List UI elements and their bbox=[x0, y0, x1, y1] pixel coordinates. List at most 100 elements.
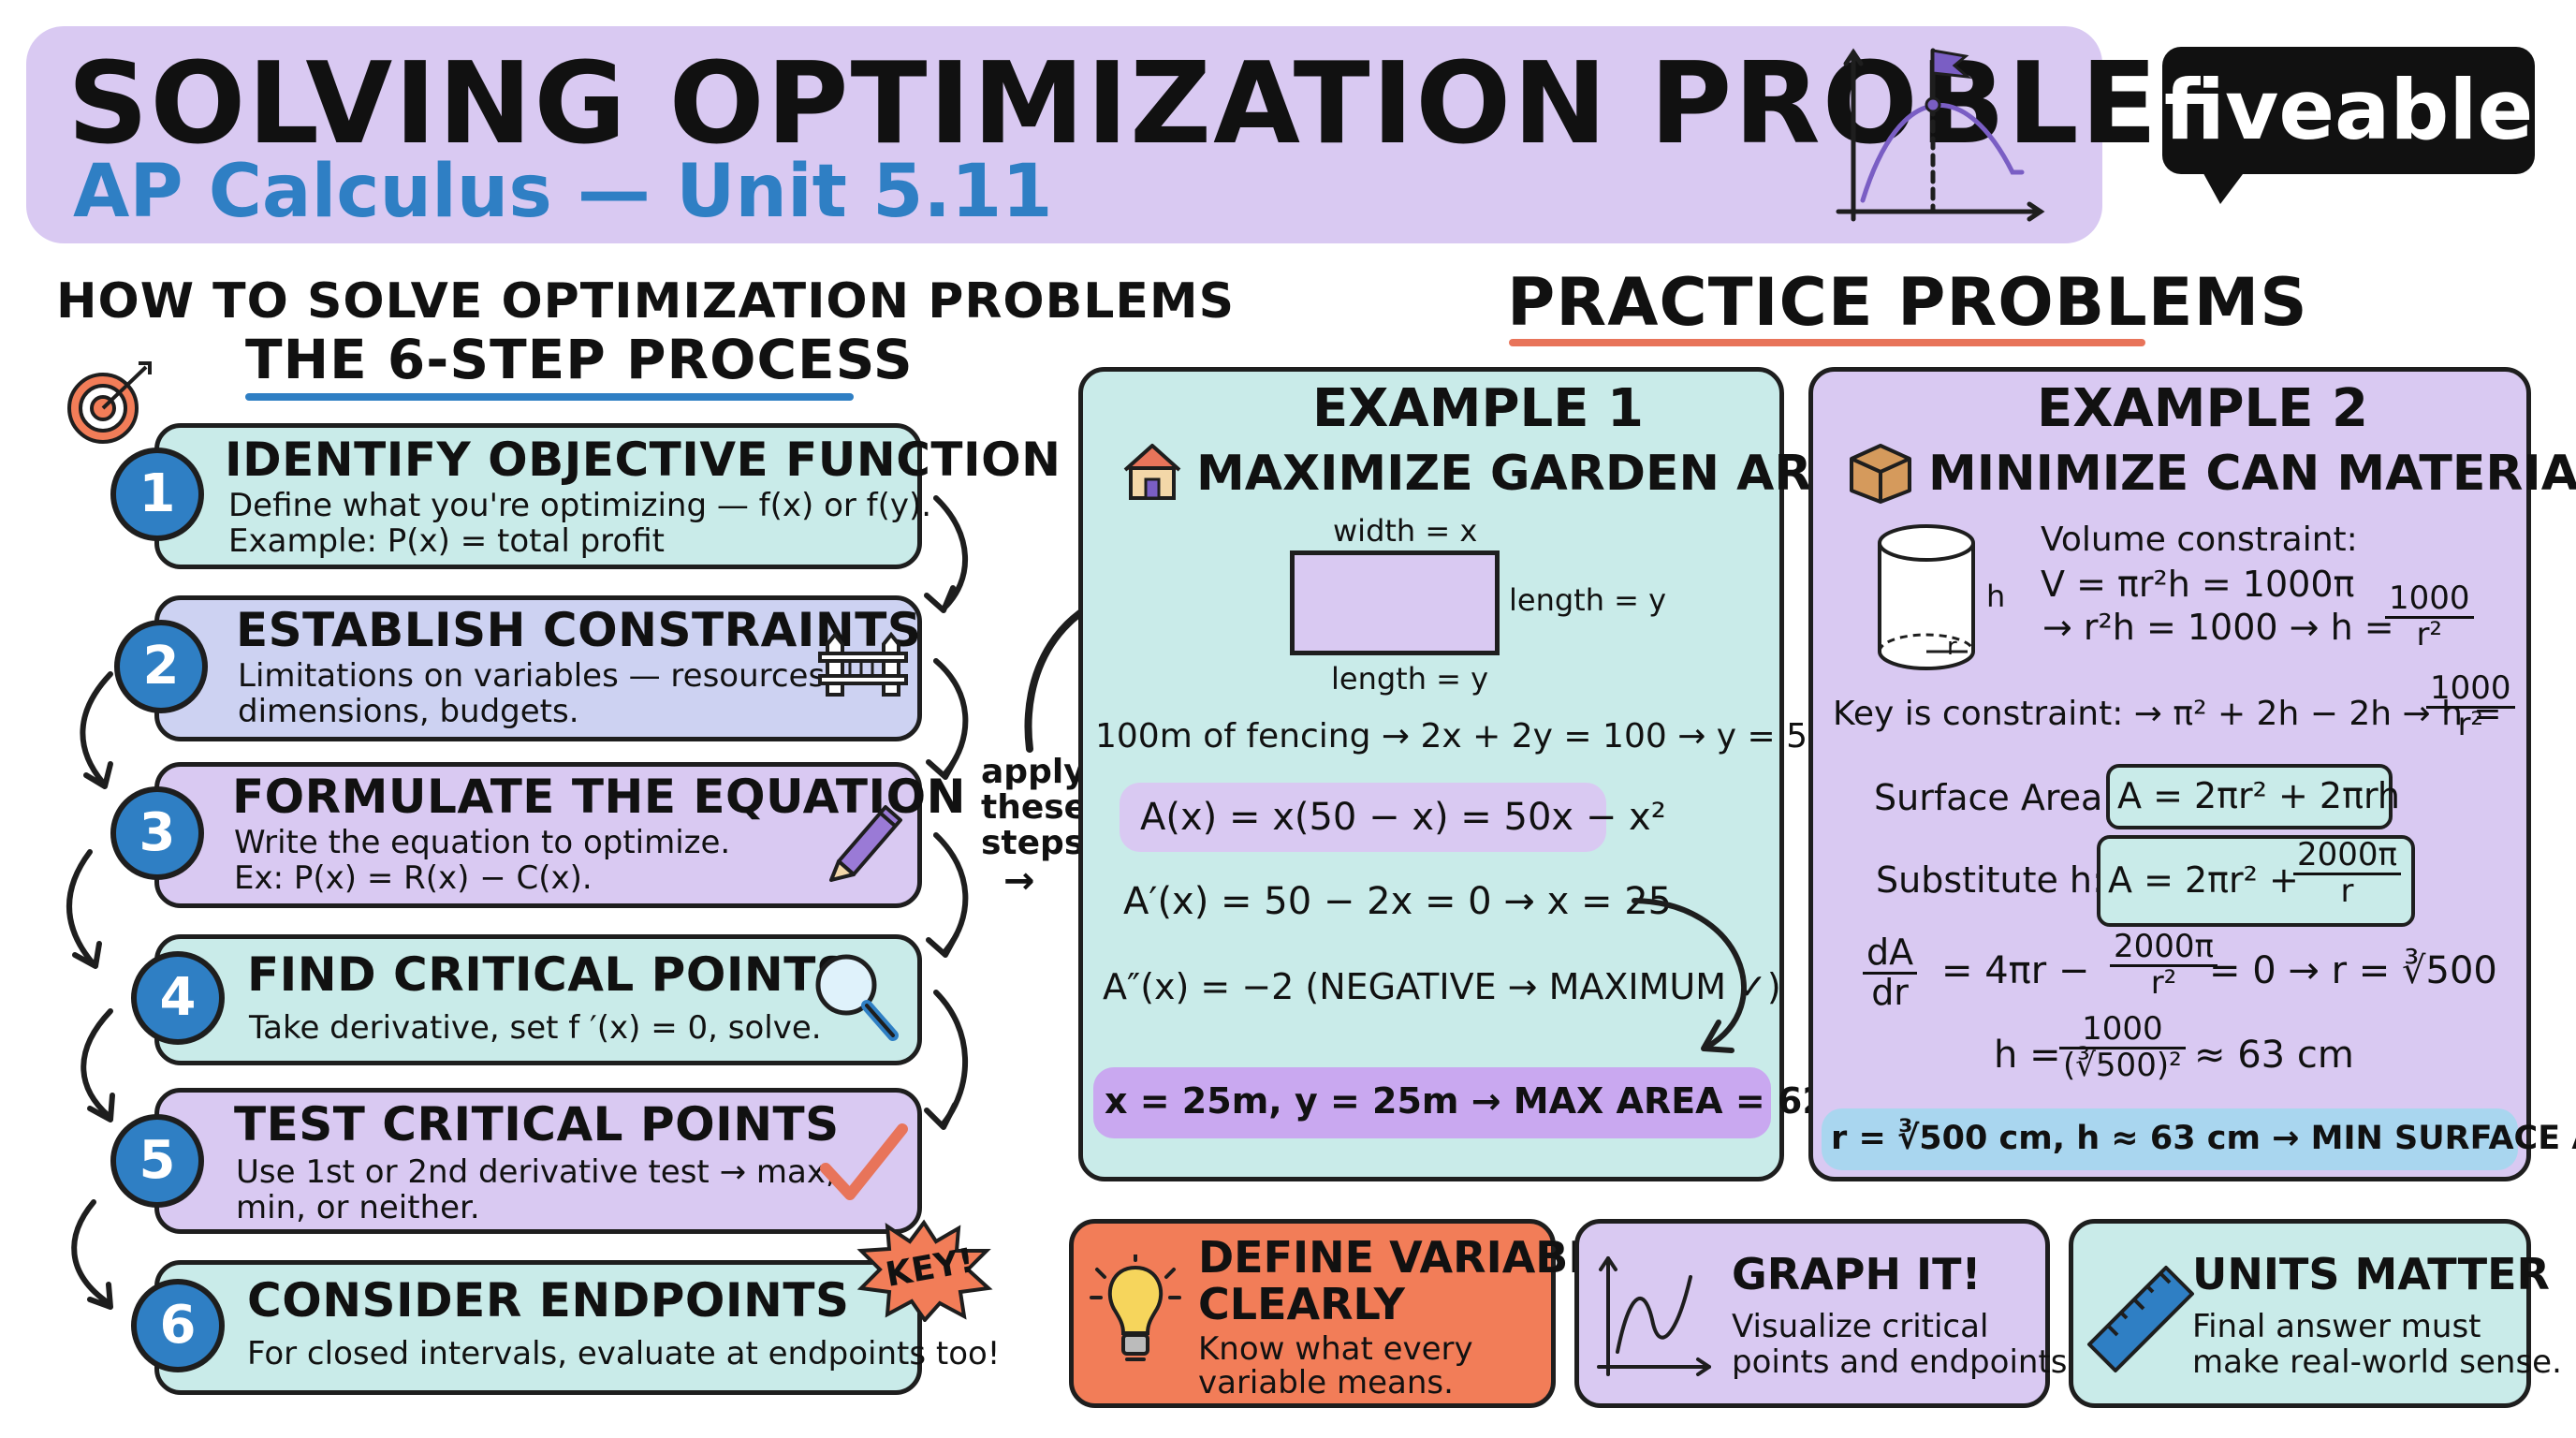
ex2-key-fraction: 1000 r² bbox=[2426, 671, 2515, 743]
step-card-1 bbox=[154, 423, 922, 569]
frac-num: dA bbox=[1863, 933, 1918, 975]
ex2-volume-solve: → r²h = 1000 → h = bbox=[2042, 607, 2394, 648]
apply-note-3: steps bbox=[981, 824, 1085, 862]
step-number-6: 6 bbox=[131, 1279, 225, 1372]
ex2-sa-label: Surface Area: bbox=[1874, 777, 2115, 818]
ex1-curved-arrow bbox=[1632, 898, 1747, 1053]
step-desc-2a: Limitations on variables — resources, bbox=[238, 657, 835, 695]
frac-num: 1000 bbox=[2426, 671, 2515, 709]
ex2-sub-label: Substitute h: bbox=[1876, 859, 2104, 901]
step-title-6: CONSIDER ENDPOINTS bbox=[247, 1273, 850, 1328]
ruler-icon bbox=[2087, 1266, 2194, 1372]
fence-icon bbox=[818, 631, 908, 697]
example-1-card bbox=[1078, 367, 1784, 1181]
page-subtitle: AP Calculus — Unit 5.11 bbox=[73, 150, 1053, 234]
tip-1-desc-b: variable means. bbox=[1198, 1364, 1454, 1401]
house-icon bbox=[1123, 444, 1181, 500]
ex2-deriv-mid: = 4πr − bbox=[1941, 949, 2090, 992]
frac-num: 1000 bbox=[2385, 581, 2474, 619]
key-badge-burst bbox=[856, 1219, 993, 1322]
frac-den: dr bbox=[1871, 971, 1909, 1013]
ex2-h-eq-right: ≈ 63 cm bbox=[2194, 1034, 2354, 1077]
ex2-volume-fraction: 1000 r² bbox=[2385, 581, 2474, 653]
tip-3-desc-a: Final answer must bbox=[2192, 1308, 2481, 1345]
tip-card-graph-it bbox=[1574, 1219, 2050, 1408]
frac-den: (∛500)² bbox=[2063, 1046, 2182, 1084]
tip-1-desc-a: Know what every bbox=[1198, 1330, 1473, 1368]
cylinder-icon bbox=[1878, 524, 1975, 670]
tip-3-title: UNITS MATTER bbox=[2192, 1249, 2550, 1299]
example-2-title: MINIMIZE CAN MATERIAL bbox=[1928, 446, 2576, 502]
step-number-1: 1 bbox=[110, 448, 204, 541]
step-desc-2b: dimensions, budgets. bbox=[238, 693, 579, 730]
step-desc-3a: Write the equation to optimize. bbox=[234, 824, 731, 861]
step-card-6 bbox=[154, 1260, 922, 1395]
tip-3-desc-b: make real-world sense. bbox=[2192, 1343, 2562, 1381]
ex2-sa-eq: A = 2πr² + 2πrh bbox=[2117, 775, 2400, 816]
step-desc-3b: Ex: P(x) = R(x) − C(x). bbox=[234, 859, 593, 897]
frac-den: r² bbox=[2457, 705, 2484, 743]
ex2-sub-fraction: 2000π r bbox=[2293, 838, 2401, 910]
tip-2-desc-a: Visualize critical bbox=[1732, 1308, 1989, 1345]
step-number-3: 3 bbox=[110, 786, 204, 880]
frac-num: 1000 bbox=[2059, 1012, 2186, 1049]
target-icon bbox=[67, 361, 152, 444]
step-card-4 bbox=[154, 934, 922, 1065]
frac-den: r bbox=[2340, 872, 2354, 910]
ex2-answer: r = ∛500 cm, h ≈ 63 cm → MIN SURFACE ARE… bbox=[1831, 1120, 2576, 1157]
step-title-4: FIND CRITICAL POINTS bbox=[247, 947, 851, 1002]
apply-note-1: apply bbox=[981, 753, 1086, 791]
ex1-area-eq: A(x) = x(50 − x) = 50x − x² bbox=[1140, 796, 1666, 839]
ex1-derivative: A′(x) = 50 − 2x = 0 → x = 25 bbox=[1123, 880, 1673, 923]
graph-icon bbox=[1597, 1256, 1711, 1376]
ex2-sub-box bbox=[2097, 835, 2415, 927]
frac-den: r² bbox=[2416, 615, 2443, 653]
step-card-3 bbox=[154, 762, 922, 908]
practice-underline bbox=[1509, 339, 2145, 346]
tip-1-title-b: CLEARLY bbox=[1198, 1279, 1405, 1329]
step-desc-1a: Define what you're optimizing — f(x) or … bbox=[228, 487, 932, 524]
garden-length-right: length = y bbox=[1509, 582, 1667, 618]
ex2-volume-label: Volume constraint: bbox=[2041, 521, 2358, 559]
frac-den: r² bbox=[2150, 963, 2177, 1002]
tip-2-desc-b: points and endpoints. bbox=[1732, 1343, 2078, 1381]
page-title: SOLVING OPTIMIZATION PROBLEMS bbox=[67, 39, 2356, 169]
ex1-constraint: 100m of fencing → 2x + 2y = 100 → y = 50… bbox=[1095, 717, 1899, 756]
step-title-1: IDENTIFY OBJECTIVE FUNCTION bbox=[225, 433, 1061, 487]
ex2-deriv-end: = 0 → r = ∛500 bbox=[2209, 949, 2497, 992]
ex1-second-derivative: A″(x) = −2 (NEGATIVE → MAXIMUM ✓) bbox=[1103, 966, 1781, 1007]
ex1-answer: x = 25m, y = 25m → MAX AREA = 625 m² bbox=[1105, 1080, 1917, 1122]
cylinder-h-label: h bbox=[1986, 579, 2006, 614]
step-desc-5b: min, or neither. bbox=[236, 1189, 480, 1226]
ex1-area-highlight bbox=[1120, 783, 1606, 852]
magnifier-icon bbox=[815, 954, 899, 1041]
frac-num: 2000π bbox=[2110, 930, 2217, 967]
practice-heading: PRACTICE PROBLEMS bbox=[1507, 264, 2308, 341]
ex2-h-fraction: 1000 (∛500)² bbox=[2059, 1012, 2186, 1084]
ex2-volume-eq: V = πr²h = 1000π bbox=[2041, 564, 2355, 605]
tip-card-units-matter bbox=[2069, 1219, 2531, 1408]
logo-speech-tail bbox=[2200, 167, 2248, 204]
ex2-answer-highlight bbox=[1822, 1108, 2518, 1170]
ex1-answer-highlight bbox=[1093, 1067, 1771, 1138]
step-number-5: 5 bbox=[110, 1114, 204, 1208]
step-title-2: ESTABLISH CONSTRAINTS bbox=[236, 603, 922, 657]
apply-note-2: these bbox=[981, 788, 1088, 827]
cylinder-r-label: r bbox=[1947, 633, 1957, 661]
ex2-deriv-fraction: 2000π r² bbox=[2110, 930, 2217, 1002]
example-1-title: MAXIMIZE GARDEN AREA bbox=[1196, 446, 1883, 502]
fiveable-logo: fiveable bbox=[2162, 47, 2535, 174]
step-number-4: 4 bbox=[131, 951, 225, 1045]
title-banner bbox=[26, 26, 2102, 243]
ex2-h-eq-left: h = bbox=[1994, 1034, 2061, 1077]
frac-num: 2000π bbox=[2293, 838, 2401, 875]
apply-note-arrow: → bbox=[1003, 859, 1035, 902]
pencil-icon bbox=[829, 805, 902, 882]
box-icon bbox=[1850, 444, 1911, 504]
step-title-3: FORMULATE THE EQUATION bbox=[232, 770, 966, 824]
ex2-key-line: Key is constraint: → π² + 2h − 2h → h = bbox=[1833, 695, 2502, 733]
subheading-underline bbox=[245, 393, 854, 401]
step-title-5: TEST CRITICAL POINTS bbox=[234, 1097, 840, 1152]
step-desc-5a: Use 1st or 2nd derivative test → max, bbox=[236, 1153, 836, 1191]
example-1-label: EXAMPLE 1 bbox=[1312, 378, 1644, 439]
